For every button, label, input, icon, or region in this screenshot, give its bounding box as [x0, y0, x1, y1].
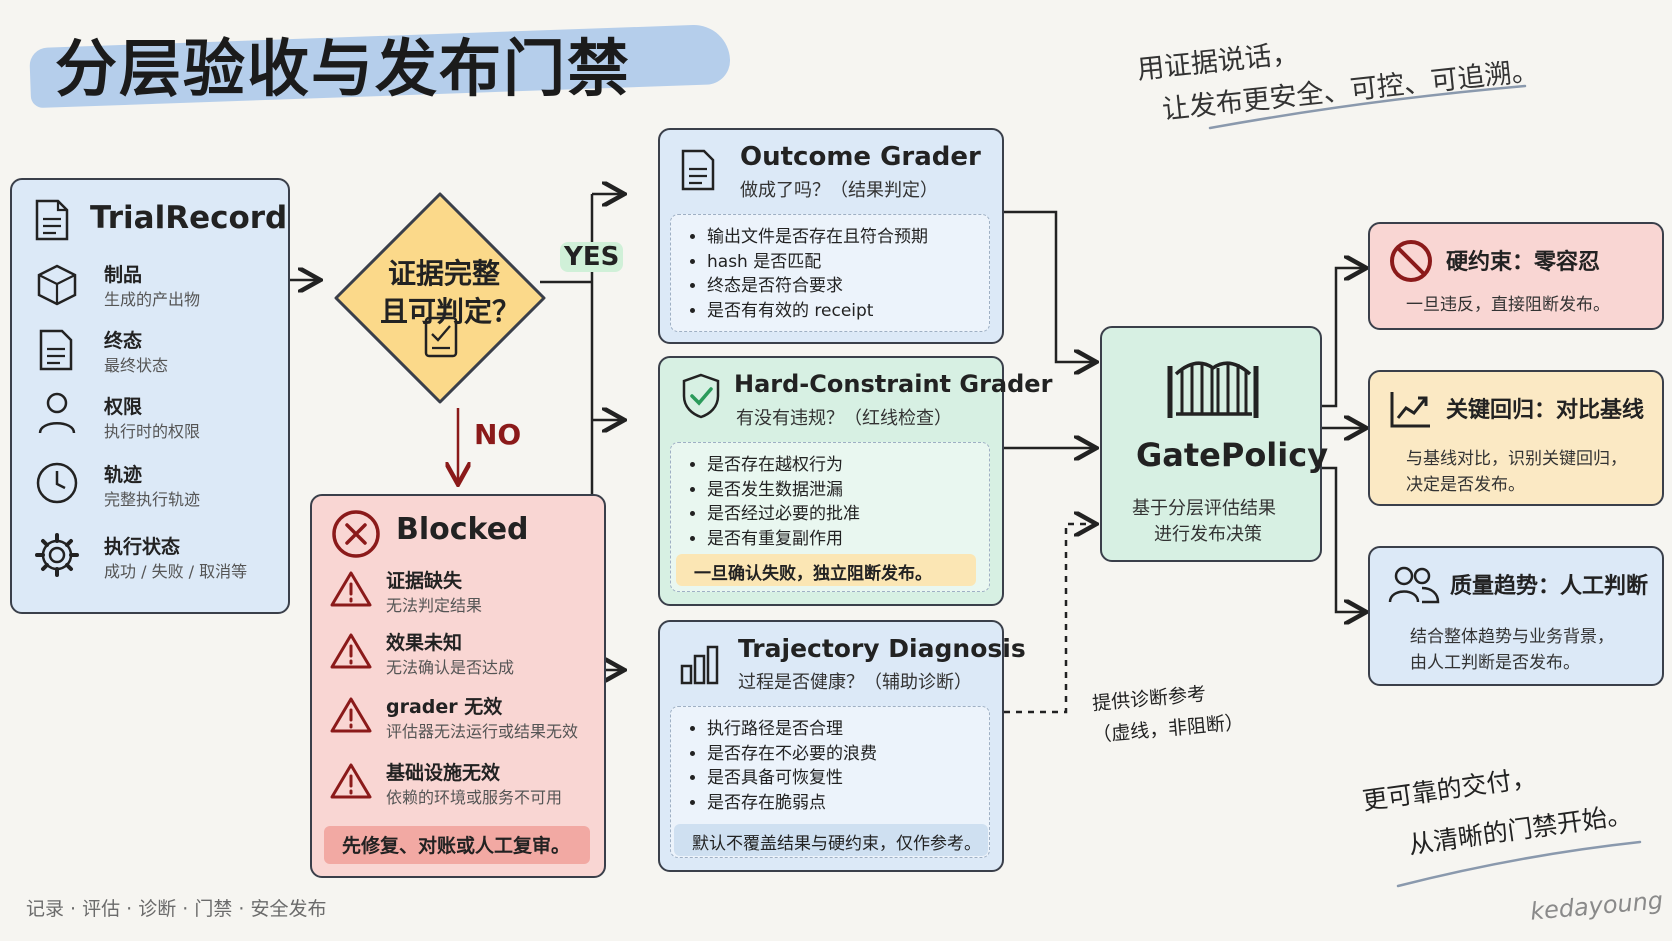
decision-line1: 证据完整 — [388, 257, 501, 290]
blocked-card: Blocked 证据缺失 无法判定结果 效果未知 无法确认是否达成 grader… — [310, 494, 606, 878]
trial-record-card: TrialRecord 制品 生成的产出物 终态 最终状态 权限 执行时的权限 … — [10, 178, 290, 614]
document-icon — [681, 149, 715, 191]
trial-item-label: 终态 — [104, 330, 143, 352]
outcome-check-item: 终态是否符合要求 — [707, 274, 975, 299]
page-title: 分层验收与发布门禁 — [55, 32, 632, 105]
outcome-regression-desc: 与基线对比，识别关键回归， — [1406, 449, 1627, 469]
shield-check-icon — [682, 373, 720, 419]
gate-policy-card: GatePolicy 基于分层评估结果 进行发布决策 — [1100, 326, 1328, 562]
trend-up-icon — [1390, 392, 1430, 428]
trial-item-label: 权限 — [104, 396, 143, 418]
clock-icon — [36, 462, 78, 504]
outcome-regression-card: 关键回归：对比基线 与基线对比，识别关键回归， 决定是否发布。 — [1368, 370, 1664, 506]
hard-check-item: 是否发生数据泄漏 — [707, 478, 975, 503]
trial-item-label: 轨迹 — [104, 464, 143, 486]
warning-icon — [330, 633, 372, 669]
close-circle-icon — [332, 510, 380, 558]
yes-label: YES — [560, 242, 624, 272]
hard-check-item: 是否经过必要的批准 — [707, 502, 975, 527]
decision-diamond — [334, 192, 546, 404]
trajectory-check-item: 执行路径是否合理 — [707, 717, 975, 742]
footer-tagline: 记录 · 评估 · 诊断 · 门禁 · 安全发布 — [26, 898, 327, 920]
warning-icon — [330, 571, 372, 607]
trajectory-title: Trajectory Diagnosis — [738, 634, 1026, 663]
hard-footer: 一旦确认失败，独立阻断发布。 — [676, 554, 976, 586]
checklist-icon — [424, 316, 458, 358]
document-icon — [39, 329, 73, 371]
slogan-underline — [1208, 84, 1527, 130]
trial-item-desc: 最终状态 — [104, 356, 169, 375]
blocked-item-desc: 无法判定结果 — [386, 596, 483, 615]
gear-icon — [35, 533, 79, 577]
outcome-hard-card: 硬约束：零容忍 一旦违反，直接阻断发布。 — [1368, 222, 1664, 330]
blocked-footer: 先修复、对账或人工复审。 — [324, 826, 590, 864]
trial-item-desc: 执行时的权限 — [104, 422, 201, 441]
gate-line2: 进行发布决策 — [1154, 524, 1262, 545]
trajectory-check-item: 是否存在不必要的浪费 — [707, 742, 975, 767]
users-icon — [1388, 566, 1440, 604]
hard-subtitle: 有没有违规？（红线检查） — [736, 408, 952, 429]
gate-title: GatePolicy — [1136, 436, 1329, 474]
bar-chart-icon — [680, 645, 719, 685]
blocked-item-desc: 评估器无法运行或结果无效 — [386, 722, 579, 741]
hard-check-item: 是否有重复副作用 — [707, 527, 975, 552]
outcome-title: Outcome Grader — [740, 142, 981, 172]
hard-title: Hard-Constraint Grader — [734, 370, 1053, 398]
trial-record-title: TrialRecord — [90, 200, 288, 236]
cube-icon — [37, 264, 77, 306]
outcome-check-item: 输出文件是否存在且符合预期 — [707, 225, 975, 250]
trajectory-subtitle: 过程是否健康？（辅助诊断） — [738, 672, 972, 693]
outcome-regression-title: 关键回归：对比基线 — [1446, 398, 1645, 423]
outcome-trend-card: 质量趋势：人工判断 结合整体趋势与业务背景， 由人工判断是否发布。 — [1368, 546, 1664, 686]
trial-item-label: 制品 — [104, 264, 143, 286]
warning-icon — [330, 697, 372, 733]
blocked-title: Blocked — [396, 512, 529, 547]
trajectory-check-item: 是否具备可恢复性 — [707, 766, 975, 791]
outcome-subtitle: 做成了吗？（结果判定） — [740, 180, 938, 201]
document-icon — [35, 199, 69, 241]
decision-line2: 且可判定？ — [380, 295, 521, 328]
blocked-item-label: grader 无效 — [386, 696, 503, 718]
outcome-checklist: 输出文件是否存在且符合预期 hash 是否匹配 终态是否符合要求 是否有有效的 … — [670, 214, 990, 332]
trial-item-desc: 生成的产出物 — [104, 290, 201, 309]
hard-check-item: 是否存在越权行为 — [707, 453, 975, 478]
outcome-trend-desc2: 由人工判断是否发布。 — [1410, 653, 1580, 673]
warning-icon — [330, 763, 372, 799]
gate-icon — [1167, 361, 1259, 418]
no-label: NO — [474, 418, 522, 451]
blocked-item-label: 效果未知 — [386, 632, 463, 654]
blocked-item-label: 基础设施无效 — [386, 762, 501, 784]
blocked-item-desc: 依赖的环境或服务不可用 — [386, 788, 563, 807]
outcome-grader-card: Outcome Grader 做成了吗？（结果判定） 输出文件是否存在且符合预期… — [658, 128, 1004, 344]
hard-constraint-card: Hard-Constraint Grader 有没有违规？（红线检查） 是否存在… — [658, 356, 1052, 606]
trial-item-desc: 成功 / 失败 / 取消等 — [104, 562, 248, 581]
user-icon — [38, 392, 76, 434]
blocked-item-label: 证据缺失 — [386, 570, 463, 592]
outcome-check-item: 是否有有效的 receipt — [707, 299, 975, 324]
gate-line1: 基于分层评估结果 — [1132, 498, 1276, 519]
trajectory-card: Trajectory Diagnosis 过程是否健康？（辅助诊断） 执行路径是… — [658, 620, 1026, 872]
trajectory-check-item: 是否存在脆弱点 — [707, 791, 975, 816]
outcome-hard-title: 硬约束：零容忍 — [1446, 250, 1601, 275]
outcome-trend-title: 质量趋势：人工判断 — [1450, 574, 1649, 599]
blocked-item-desc: 无法确认是否达成 — [386, 658, 515, 677]
outcome-hard-desc: 一旦违反，直接阻断发布。 — [1406, 295, 1610, 315]
prohibited-icon — [1390, 240, 1432, 282]
trial-item-desc: 完整执行轨迹 — [104, 490, 201, 509]
outcome-regression-desc2: 决定是否发布。 — [1406, 475, 1525, 495]
outcome-trend-desc: 结合整体趋势与业务背景， — [1410, 627, 1614, 647]
outcome-check-item: hash 是否匹配 — [707, 250, 975, 275]
trial-item-label: 执行状态 — [104, 536, 181, 558]
trajectory-footer: 默认不覆盖结果与硬约束，仅作参考。 — [674, 824, 988, 856]
